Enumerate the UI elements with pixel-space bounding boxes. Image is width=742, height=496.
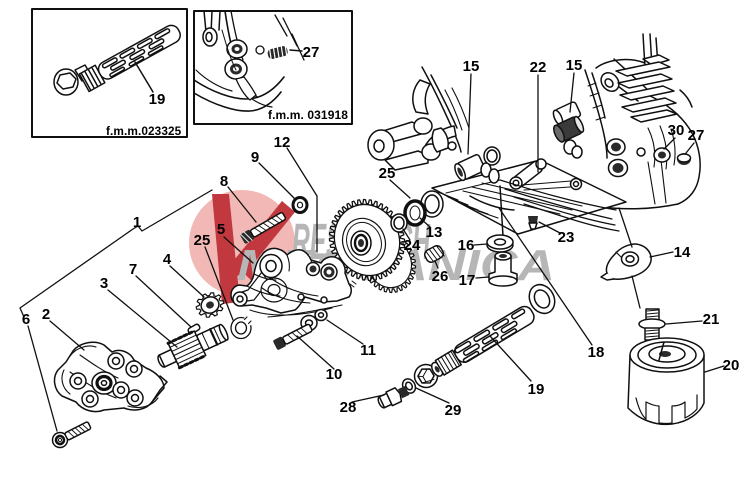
svg-text:23: 23 [558,229,575,246]
svg-text:19: 19 [149,91,166,108]
svg-text:27: 27 [303,44,320,61]
svg-text:f.m.m. 031918: f.m.m. 031918 [268,108,348,122]
svg-text:16: 16 [458,237,475,254]
svg-text:18: 18 [588,344,605,361]
svg-text:7: 7 [129,261,137,278]
svg-text:f.m.m.023325: f.m.m.023325 [106,124,182,138]
svg-text:28: 28 [340,399,357,416]
svg-text:11: 11 [360,342,376,359]
svg-text:19: 19 [528,381,545,398]
svg-text:3: 3 [100,275,108,292]
svg-text:15: 15 [566,57,583,74]
svg-text:27: 27 [688,127,705,144]
svg-text:29: 29 [445,402,462,419]
svg-text:10: 10 [326,366,343,383]
svg-text:15: 15 [463,58,480,75]
svg-text:22: 22 [530,59,547,76]
svg-text:17: 17 [459,272,476,289]
svg-text:8: 8 [220,173,228,190]
svg-text:20: 20 [723,357,740,374]
svg-text:6: 6 [22,311,30,328]
svg-text:12: 12 [274,134,291,151]
svg-text:13: 13 [426,224,443,241]
svg-text:30: 30 [668,122,685,139]
svg-text:21: 21 [703,311,720,328]
svg-text:9: 9 [251,149,259,166]
svg-text:25: 25 [194,232,211,249]
svg-text:2: 2 [42,306,50,323]
svg-text:4: 4 [163,251,172,268]
svg-text:14: 14 [674,244,691,261]
svg-text:1: 1 [133,214,141,231]
svg-text:5: 5 [217,221,225,238]
svg-text:25: 25 [379,165,396,182]
svg-text:24: 24 [404,237,421,254]
svg-text:26: 26 [432,268,449,285]
